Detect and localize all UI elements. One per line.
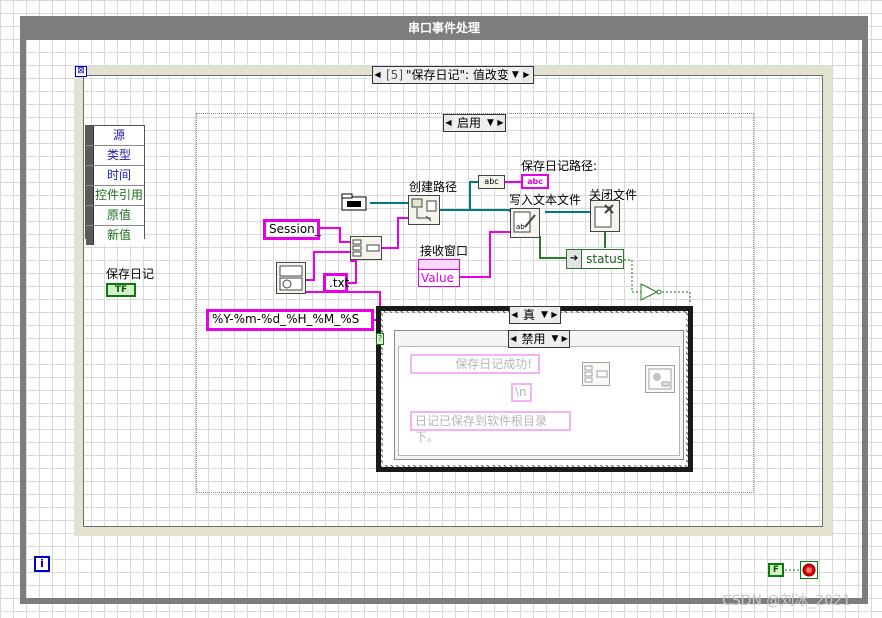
inner-disable-selector[interactable]: ◀ 禁用 ▼ ▶ [508,330,570,348]
event-case-selector[interactable]: ◀ [5] "保存日记": 值改变 ▼ ▶ [372,66,534,84]
inner-disable-label: 禁用 [521,332,546,346]
case-selector[interactable]: ◀ 真 ▼ ▶ [509,306,561,324]
event-data-row[interactable]: 时间 [86,166,144,186]
prev-case-arrow-icon[interactable]: ◀ [444,115,453,131]
wire-concat-to-path [382,217,410,249]
next-case-arrow-icon[interactable]: ▶ [549,307,559,323]
event-data-row[interactable]: 原值 [86,206,144,226]
build-path-function-icon[interactable] [408,195,440,225]
log-path-indicator-label: 保存日记路径: [521,159,598,173]
chevron-down-icon[interactable]: ▼ [551,334,559,344]
case-label: 真 [523,308,536,322]
wire-time-string [306,251,350,281]
build-path-label: 创建路径 [409,180,458,194]
chevron-down-icon[interactable]: ▼ [511,70,519,80]
default-directory-icon[interactable] [341,193,369,211]
event-data-row[interactable]: 源 [86,126,144,146]
while-loop-title: 串口事件处理 [20,16,868,40]
watermark: CSDN @刘冰_2021 [722,593,851,609]
event-data-row[interactable]: 类型 [86,146,144,166]
chevron-down-icon[interactable]: ▼ [541,310,548,320]
next-case-arrow-icon[interactable]: ▶ [495,115,505,131]
false-constant[interactable]: F [768,563,784,577]
wire-status [624,259,642,293]
event-case-label: "保存日记": 值改变 [406,68,509,82]
while-loop-frame[interactable] [20,16,868,604]
receive-window-label: 接收窗口 [420,244,469,258]
wire-receive-value [460,231,510,278]
receive-window-value: Value [421,271,454,285]
format-date-time-icon[interactable] [276,262,306,294]
arrow-right-icon: ➔ [567,250,583,268]
chevron-down-icon[interactable]: ▼ [487,118,494,128]
close-file-icon[interactable] [590,200,620,232]
disable-case-selector[interactable]: ◀ 启用 ▼ ▶ [443,114,506,132]
session-string-constant[interactable]: Session_ [263,219,321,240]
close-file-label: 关闭文件 [589,188,638,202]
stop-terminal-icon[interactable] [800,561,818,579]
event-data-node[interactable]: 源 类型 时间 控件引用 原值 新值 [85,125,145,245]
newline-string-constant[interactable]: \n [511,383,532,402]
saved-message-string-constant[interactable]: 日记已保存到软件根目录下。 [410,411,571,444]
log-path-indicator-terminal: abc [521,174,549,189]
prev-case-arrow-icon[interactable]: ◀ [510,307,519,323]
next-case-arrow-icon[interactable]: ▶ [521,67,531,83]
wire-bool-case [662,291,691,304]
wire-session [320,227,350,243]
not-function-icon[interactable] [640,283,662,301]
path-to-string-icon[interactable]: abc [478,175,505,189]
receive-window-local-variable[interactable]: Value [418,259,460,287]
event-data-row[interactable]: 新值 [86,226,144,245]
iteration-terminal-icon[interactable]: i [34,556,50,572]
case-selector-terminal[interactable]: ? [376,333,384,345]
save-log-control-label: 保存日记 [106,267,155,281]
write-text-file-label: 写入文本文件 [509,193,582,207]
event-structure-interior [84,76,822,526]
success-string-constant[interactable]: 保存日记成功! [410,354,540,374]
prev-case-arrow-icon[interactable]: ◀ [509,331,518,347]
one-button-dialog-icon[interactable] [645,365,675,393]
wire-error-cluster [539,236,566,259]
diagram-disable-structure[interactable] [196,113,754,493]
unbundle-status-node[interactable]: ➔ status [566,249,624,269]
time-format-string-constant[interactable]: %Y-%m-%d_%H_%M_%S [206,309,374,331]
save-log-control-terminal[interactable]: TF [106,283,136,297]
txt-extension-constant[interactable]: .txt [323,273,349,293]
svg-text:ab: ab [516,223,525,231]
event-data-row[interactable]: 控件引用 [86,186,144,206]
event-case-index: [5] [386,68,403,82]
prev-case-arrow-icon[interactable]: ◀ [373,67,382,83]
timeout-terminal-icon[interactable]: ⊠ [75,66,87,77]
wire-refnum [440,209,511,212]
concatenate-strings-icon[interactable] [350,236,382,260]
write-text-file-icon[interactable]: ab [510,208,540,238]
disable-case-label: 启用 [457,116,482,130]
next-case-arrow-icon[interactable]: ▶ [560,331,569,347]
wire-txt [348,260,357,284]
concatenate-strings-disabled-icon[interactable] [582,362,610,386]
status-element: status [586,252,623,266]
